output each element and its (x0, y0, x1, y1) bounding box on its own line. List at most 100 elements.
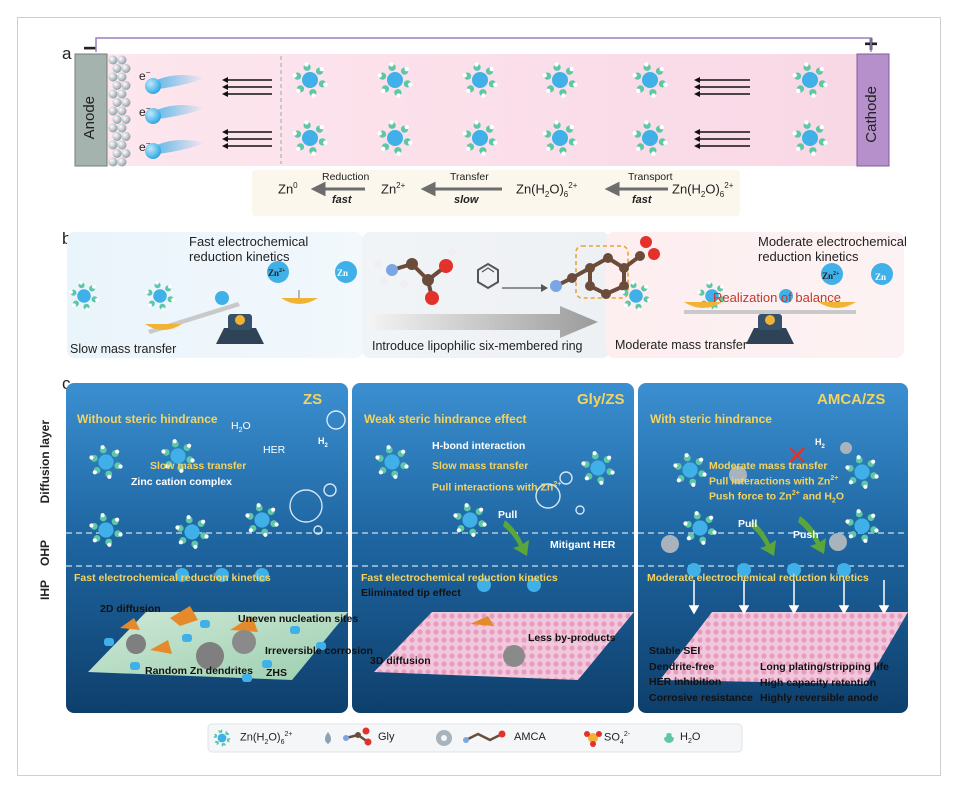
scheme-slow: slow (454, 194, 479, 206)
zs-dendrites (120, 606, 258, 670)
gly-head: Weak steric hindrance effect (364, 412, 527, 426)
scheme-reduction: Reduction (322, 171, 370, 183)
transformation-arrow (368, 306, 598, 338)
amca-props-right: Long plating/stripping life High capacit… (760, 660, 889, 707)
amca-title: AMCA/ZS (817, 391, 886, 408)
cathode-label: Cathode (863, 86, 880, 143)
ion-flow-arrows (228, 79, 750, 147)
scheme-zn0: Zn0 (278, 181, 298, 197)
gly-less: Less by-products (528, 632, 616, 644)
hydrated-complex (542, 62, 578, 98)
hydrated-complex (581, 451, 615, 485)
panel-b-complexes (69, 261, 893, 312)
hydrated-complex (377, 120, 413, 156)
b-zn-left: Zn (337, 268, 349, 278)
hydrated-complex (161, 439, 195, 473)
prop-item: High capacity retention (760, 676, 877, 689)
hydrated-complex (377, 62, 413, 98)
zs-uneven: Uneven nucleation sites (238, 613, 359, 625)
zs-head: Without steric hindrance (77, 412, 218, 426)
zs-h2o: H2O (231, 420, 251, 435)
hydrated-zinc-complexes (292, 62, 828, 156)
glycine-molecule (374, 248, 456, 305)
hydrated-complex (845, 509, 879, 543)
prop-item: Stable SEI (649, 645, 701, 657)
hydrated-complex (632, 62, 668, 98)
hydrogen-bubbles (289, 410, 585, 535)
amca-pull: Pull (738, 518, 758, 530)
amca-h2: H2 (815, 437, 825, 450)
electron-label-2: e− (139, 104, 151, 119)
battery-schematic (74, 37, 890, 216)
scheme-transport: Transport (628, 171, 673, 183)
scheme-complex-2: Zn(H2O)62+ (672, 181, 734, 199)
hydrated-complex (245, 503, 279, 537)
prop-item: Highly reversible anode (760, 692, 879, 704)
hydrated-complex (462, 62, 498, 98)
prop-item: HER inhibition (649, 676, 722, 688)
zs-fast: Fast electrochemical reduction kinetics (74, 572, 271, 584)
zs-zhs: ZHS (266, 667, 287, 679)
b-mid-caption: Introduce lipophilic six-membered ring (372, 339, 583, 353)
hydrated-complex (292, 62, 328, 98)
gly-pull: Pull (498, 509, 518, 521)
b-right-bottom: Moderate mass transfer (615, 338, 747, 352)
hydrated-complex (292, 120, 328, 156)
panel-c-complexes (89, 439, 879, 592)
hydrated-complex (792, 62, 828, 98)
amca-head: With steric hindrance (650, 412, 772, 426)
gly-title: Gly/ZS (577, 391, 625, 408)
scheme-arrows (310, 181, 668, 197)
amca-props-left: Stable SEI Dendrite-free HER inhibition … (649, 644, 753, 706)
b-zn-right: Zn (875, 272, 887, 282)
amca-kinetics: Moderate electrochemical reduction kinet… (647, 572, 869, 584)
gly-byproducts (470, 616, 525, 667)
anode-label: Anode (81, 96, 98, 140)
hydrated-complex (845, 455, 879, 489)
zs-slow: Slow mass transfer (150, 460, 247, 472)
amca-pull-int: Pull interactions with Zn2+ (709, 475, 839, 488)
panel-a-letter: a (62, 44, 72, 63)
zs-title: ZS (303, 391, 323, 408)
zs-dendrites: Random Zn dendrites (145, 665, 253, 677)
panel-c-letter: c (62, 374, 71, 393)
hydrated-complex (89, 513, 123, 547)
legend-so4: SO42- (604, 731, 631, 746)
hydrated-complex (621, 280, 651, 312)
scheme-transfer: Transfer (450, 171, 489, 183)
gly-hbond: H-bond interaction (432, 440, 526, 452)
cathode-electrode (856, 53, 890, 167)
amca-push: Push (793, 529, 819, 541)
anode-electrode (74, 53, 108, 167)
scheme-zn2: Zn2+ (381, 181, 406, 197)
benzene-ring-molecule (477, 262, 499, 290)
scheme-fast-2: fast (632, 194, 652, 206)
zs-complex: Zinc cation complex (131, 476, 232, 488)
hydrated-complex (69, 280, 99, 312)
amca-molecule (550, 236, 660, 299)
panel-c-graphic (66, 383, 908, 713)
prop-item: Corrosive resistance (649, 691, 753, 704)
zs-corrosion: Irreversible corrosion (265, 645, 373, 657)
amca-zinc-plate (660, 612, 908, 684)
b-zn-ion-left: Zn2+ (268, 268, 286, 278)
hydrated-complex (145, 280, 175, 312)
gly-pull-int: Pull interactions with Zn2+ (432, 481, 562, 494)
amca-deposition-arrows (688, 580, 890, 615)
gly-mitigant: Mitigant HER (550, 539, 616, 551)
b-left-bottom: Slow mass transfer (70, 342, 177, 356)
legend-graphic (207, 723, 743, 753)
balance-left (145, 290, 318, 344)
hydrated-complex (462, 120, 498, 156)
b-zn-ion-right: Zn2+ (822, 271, 840, 281)
balance-right (684, 302, 856, 344)
pull-push-arrows (503, 516, 826, 556)
hydrated-complex (175, 515, 209, 549)
panel-b-letter: b (62, 229, 72, 248)
electron-label-3: e− (139, 139, 151, 154)
electron-label-1: e− (139, 68, 151, 83)
amca-gears (661, 442, 852, 553)
hydrated-complex (89, 445, 123, 479)
